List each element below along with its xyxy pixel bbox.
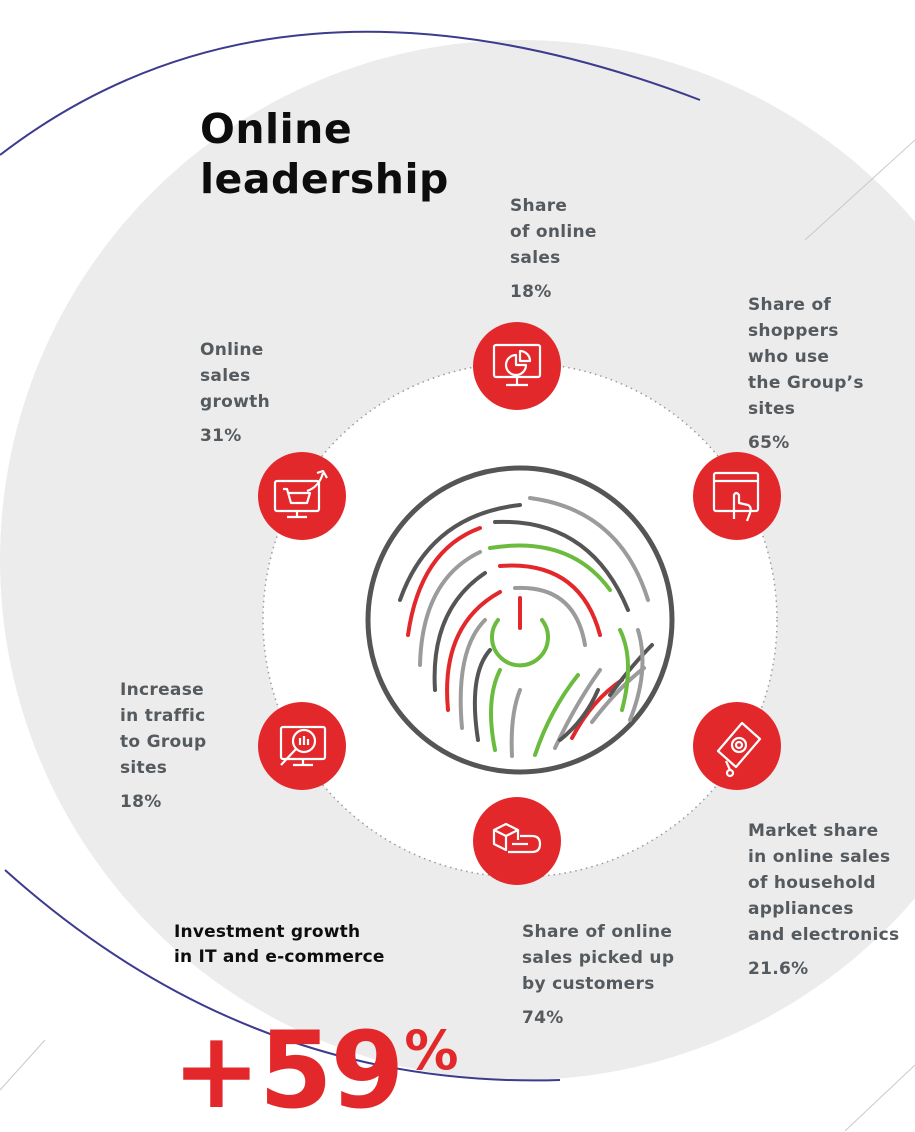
diagonal-line (0, 1039, 46, 1091)
metric-label: Market share in online sales of househol… (748, 821, 900, 945)
bottom-arc-line (4, 869, 561, 1082)
metric-label: Share of online sales picked up by custo… (522, 922, 675, 994)
metric-value: 18% (510, 282, 552, 302)
metric-traffic: Increase in traffic to Group sites 18% (120, 677, 206, 815)
investment-figure: +59% (172, 1018, 458, 1124)
page-title: Online leadership (200, 105, 449, 203)
metric-value: 74% (522, 1008, 564, 1028)
metric-sales-growth: Online sales growth 31% (200, 337, 270, 449)
metric-share-online: Share of online sales 18% (510, 193, 597, 305)
metric-value: 18% (120, 792, 162, 812)
hand-box-icon (473, 797, 561, 885)
metric-shoppers-sites: Share of shoppers who use the Group’s si… (748, 292, 915, 456)
top-arc-line (0, 30, 701, 156)
diagonal-line (844, 1064, 915, 1131)
investment-unit: % (404, 1019, 459, 1082)
metric-value: 31% (200, 426, 242, 446)
diagonal-line (804, 139, 915, 241)
monitor-cart-growth-icon (258, 452, 346, 540)
metric-value: 65% (748, 433, 790, 453)
monitor-search-icon (258, 702, 346, 790)
metric-label: Increase in traffic to Group sites (120, 680, 207, 778)
monitor-pie-chart-icon (473, 322, 561, 410)
fingerprint-power-icon (365, 465, 675, 775)
tag-icon (693, 702, 781, 790)
investment-label: Investment growth in IT and e-commerce (174, 922, 385, 967)
metric-label: Share of online sales (510, 196, 597, 268)
metric-label: Online sales growth (200, 340, 270, 412)
metric-value: 21.6% (748, 959, 809, 979)
browser-click-icon (693, 452, 781, 540)
metric-market-share: Market share in online sales of househol… (748, 818, 899, 982)
metric-label: Share of shoppers who use the Group’s si… (748, 295, 864, 419)
metric-picked-up: Share of online sales picked up by custo… (522, 919, 674, 1031)
investment-number: +59 (172, 1009, 404, 1132)
